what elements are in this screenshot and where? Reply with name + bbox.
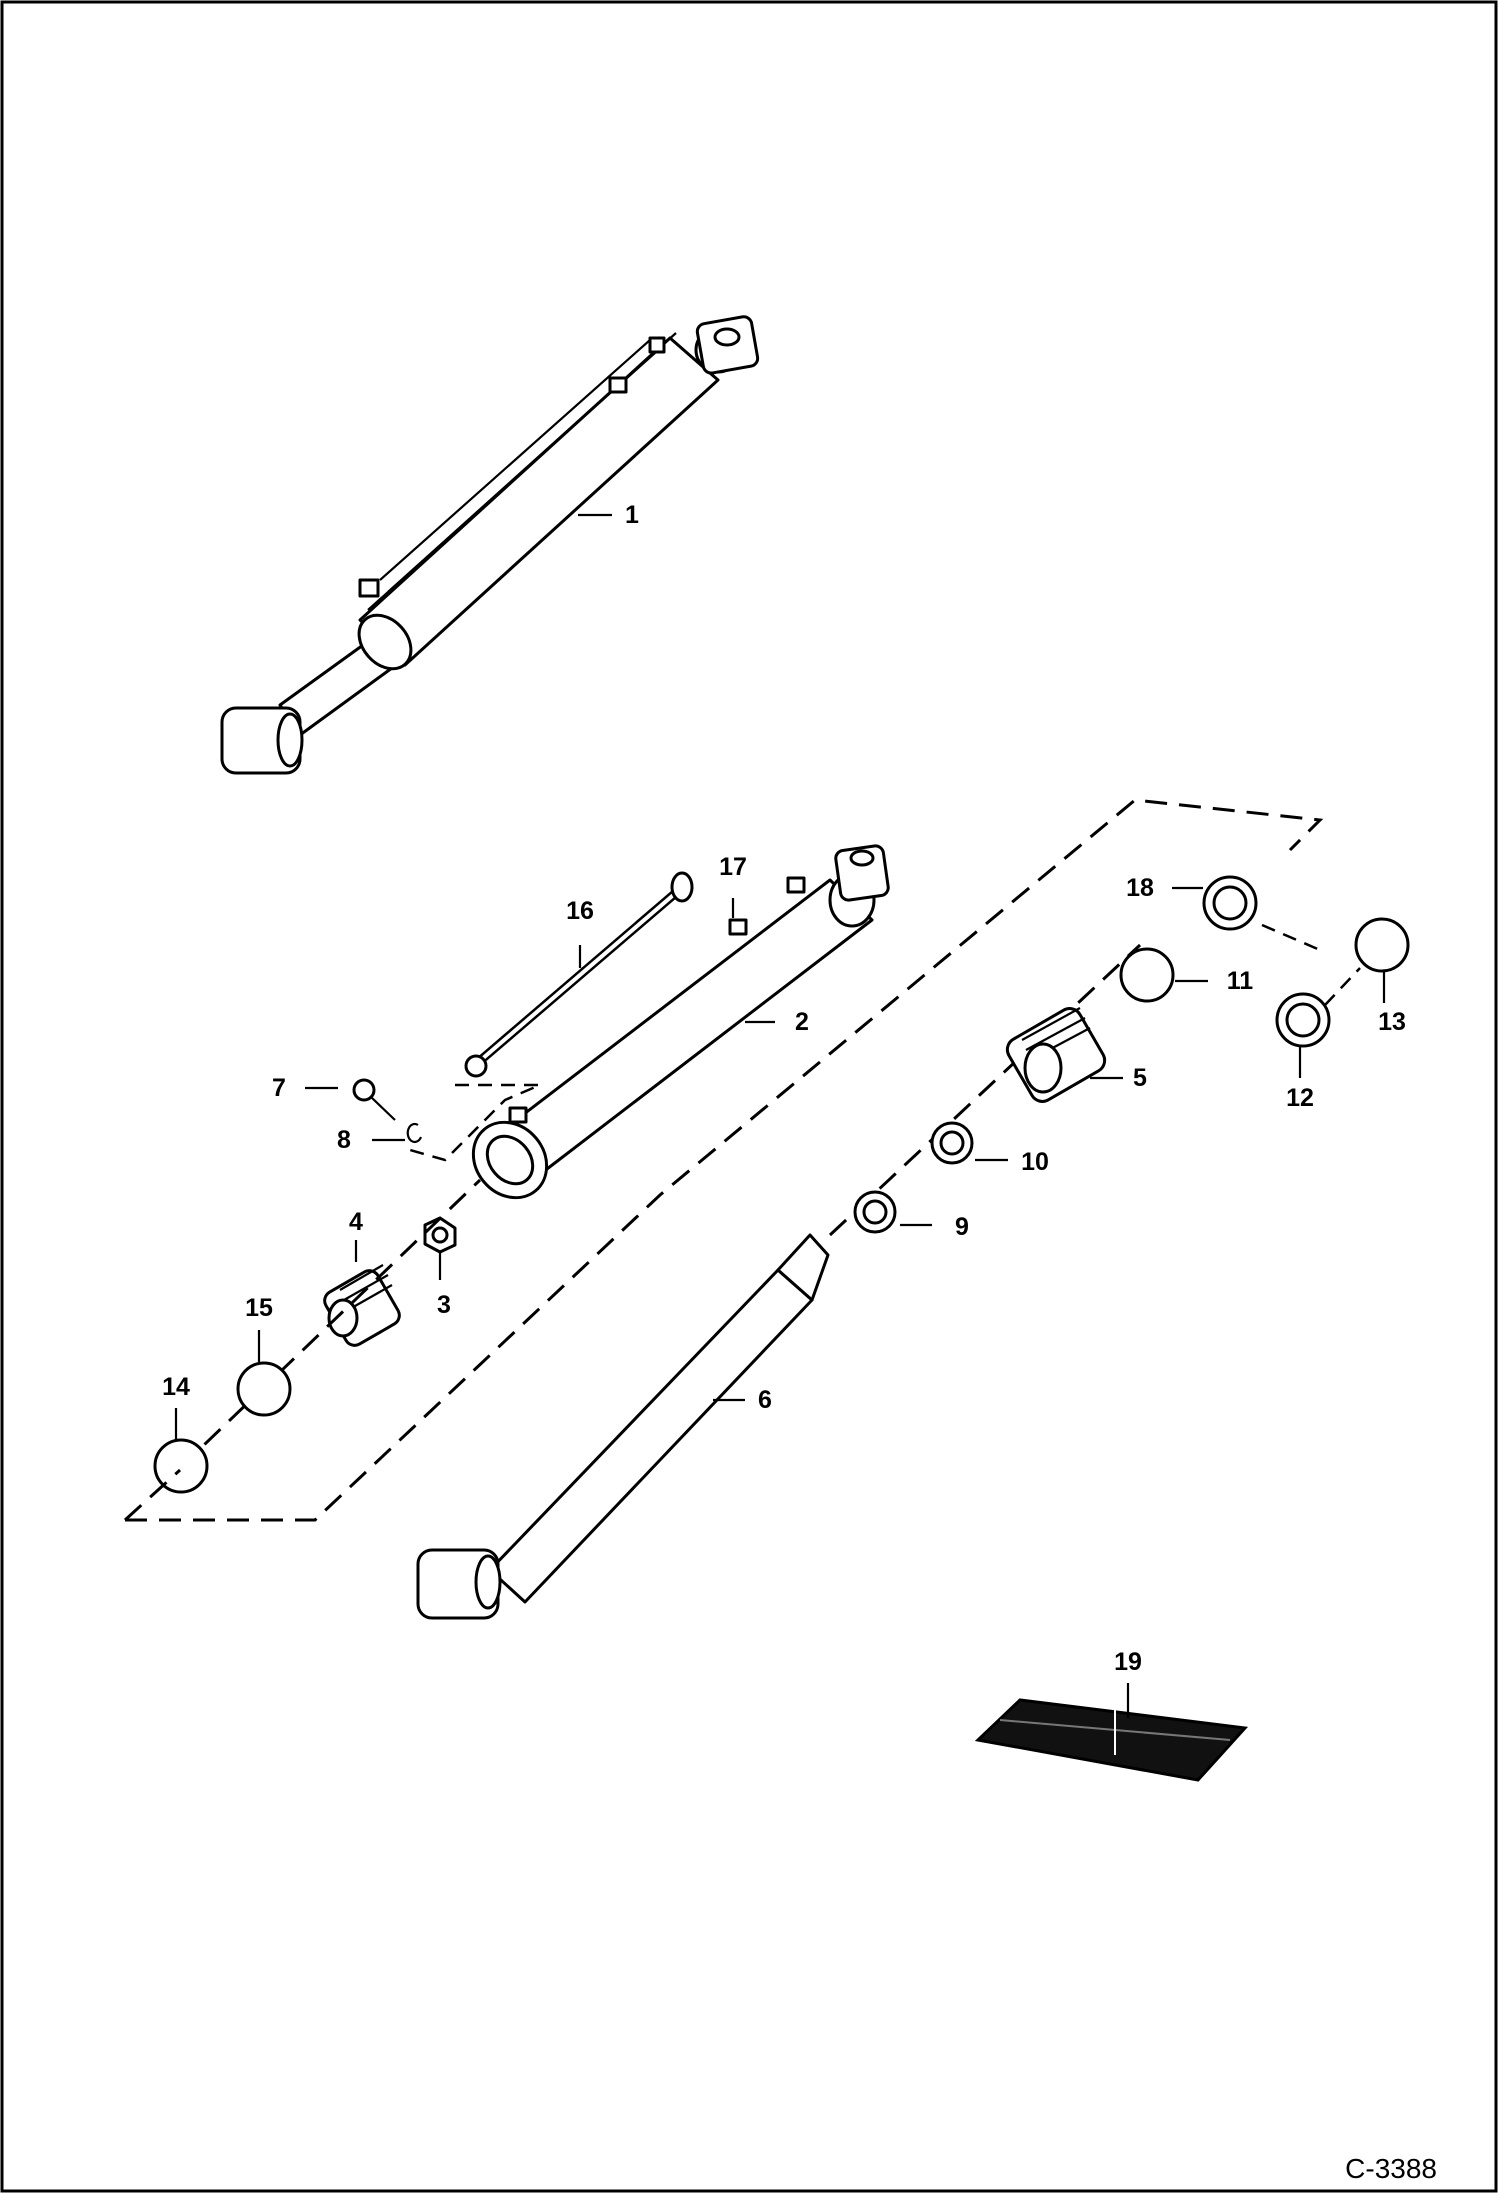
tube <box>464 871 694 1078</box>
dashed-connector <box>409 1083 541 1162</box>
callout-6: 6 <box>758 1386 772 1414</box>
callout-4: 4 <box>349 1208 363 1236</box>
callout-12: 12 <box>1286 1084 1314 1112</box>
callout-11: 11 <box>1227 967 1254 995</box>
o-ring <box>406 1122 423 1144</box>
callout-5: 5 <box>1133 1064 1147 1092</box>
rod <box>416 1233 830 1620</box>
seal <box>153 1438 209 1494</box>
callout-18: 18 <box>1126 874 1154 902</box>
o-ring <box>1119 947 1175 1003</box>
seal <box>236 1361 292 1417</box>
callout-17: 17 <box>719 853 747 881</box>
seal <box>1354 917 1410 973</box>
assembly-line <box>828 943 1142 1237</box>
callout-16: 16 <box>566 897 594 925</box>
callout-1: 1 <box>625 501 639 529</box>
cylinder-assembly <box>220 315 760 775</box>
callout-2: 2 <box>795 1008 809 1036</box>
assembly-line <box>1324 967 1361 1006</box>
drawing-code: C-3388 <box>1345 2153 1437 2184</box>
callout-19: 19 <box>1114 1648 1142 1676</box>
decal <box>974 1698 1249 1782</box>
callout-15: 15 <box>245 1294 273 1322</box>
assembly-line <box>1261 923 1321 952</box>
gland-head <box>1005 1007 1107 1103</box>
callout-10: 10 <box>1021 1148 1049 1176</box>
barrel <box>471 844 890 1200</box>
piston <box>323 1264 401 1347</box>
callout-14: 14 <box>162 1373 190 1401</box>
callout-8: 8 <box>337 1126 351 1154</box>
callout-3: 3 <box>437 1291 451 1319</box>
callout-13: 13 <box>1378 1008 1406 1036</box>
callout-7: 7 <box>272 1074 286 1102</box>
fitting <box>352 1078 376 1102</box>
callout-9: 9 <box>955 1213 969 1241</box>
seal-kit-outline <box>125 798 1324 1522</box>
assembly-line <box>178 1178 482 1470</box>
